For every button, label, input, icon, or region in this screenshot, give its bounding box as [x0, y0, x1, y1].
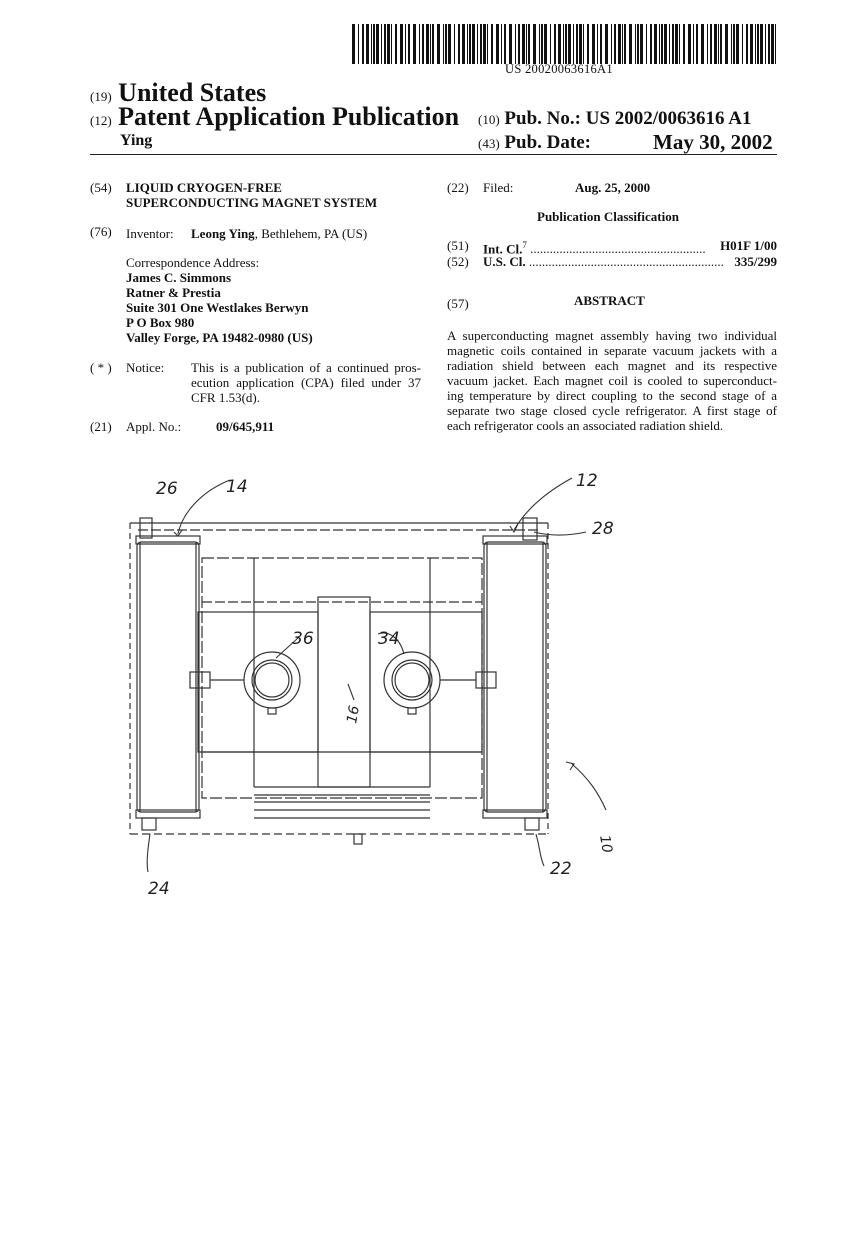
- pubtype-code: (12): [90, 113, 112, 128]
- pubno-code: (10): [478, 112, 500, 127]
- uscl-leader: ........................................…: [529, 254, 724, 269]
- label-10: 10: [596, 834, 615, 854]
- label-26: 26: [156, 479, 178, 499]
- pubno-label: Pub. No.:: [504, 108, 581, 129]
- notice-code: ( * ): [90, 360, 112, 375]
- inventor-line: Leong Ying, Bethlehem, PA (US): [191, 226, 367, 241]
- publication-type-line: (12) Patent Application Publication: [90, 102, 459, 132]
- right-magnet-coil: [483, 518, 547, 830]
- intcl-edition: 7: [522, 240, 527, 250]
- pub-date-label-line: (43) Pub. Date:: [478, 132, 591, 154]
- publication-type: Patent Application Publication: [118, 102, 459, 131]
- left-refrigerator-head: [190, 652, 300, 714]
- label-28: 28: [592, 519, 614, 539]
- inventor-name: Leong Ying: [191, 226, 255, 241]
- title-line-2: SUPERCONDUCTING MAGNET SYSTEM: [126, 195, 377, 210]
- header-rule: [90, 154, 777, 155]
- correspondence-label: Correspondence Address:: [126, 255, 259, 270]
- intcl-code: (51): [447, 238, 469, 253]
- filed-code: (22): [447, 180, 469, 195]
- appl-label: Appl. No.:: [126, 419, 181, 434]
- pub-number: US 2002/0063616 A1: [586, 108, 752, 129]
- abstract-code: (57): [447, 296, 469, 311]
- notice-label: Notice:: [126, 360, 164, 375]
- label-12: 12: [576, 471, 598, 491]
- barcode: [352, 24, 776, 64]
- correspondence-line-5: Valley Forge, PA 19482-0980 (US): [126, 330, 313, 345]
- abstract-line-6: separate two stage closed cycle refriger…: [447, 403, 777, 418]
- intcl-value: H01F 1/00: [720, 238, 777, 253]
- notice-line-3: CFR 1.53(d).: [191, 390, 260, 405]
- correspondence-line-4: P O Box 980: [126, 315, 194, 330]
- title-line-1: LIQUID CRYOGEN-FREE: [126, 180, 282, 195]
- title-code: (54): [90, 180, 112, 195]
- appl-code: (21): [90, 419, 112, 434]
- inventor-surname: Ying: [120, 132, 152, 150]
- label-24: 24: [148, 879, 170, 899]
- pub-number-line: (10) Pub. No.: US 2002/0063616 A1: [478, 108, 751, 130]
- inventor-label: Inventor:: [126, 226, 174, 241]
- notice-line-2: ecution application (CPA) filed under 37: [191, 375, 421, 390]
- correspondence-line-3: Suite 301 One Westlakes Berwyn: [126, 300, 309, 315]
- correspondence-line-2: Ratner & Prestia: [126, 285, 221, 300]
- label-16: 16: [344, 704, 363, 724]
- pub-date: May 30, 2002: [653, 130, 773, 155]
- abstract-line-2: magnetic coils contained in separate vac…: [447, 343, 777, 358]
- abstract-line-5: ing temperature by direct coupling to th…: [447, 388, 777, 403]
- notice-line-1: This is a publication of a continued pro…: [191, 360, 421, 375]
- filed-date: Aug. 25, 2000: [575, 180, 650, 195]
- label-34: 34: [378, 629, 400, 649]
- classification-heading: Publication Classification: [537, 209, 679, 224]
- pubdate-label: Pub. Date:: [504, 132, 591, 153]
- correspondence-line-1: James C. Simmons: [126, 270, 231, 285]
- central-structure: [198, 558, 482, 844]
- abstract-line-4: vacuum jacket. Each magnet coil is coole…: [447, 373, 777, 388]
- label-36: 36: [292, 629, 314, 649]
- abstract-line-7: each refrigerator cools an associated ra…: [447, 418, 723, 433]
- reference-numerals: 26 14 12 28 36 34 16 10 24 22: [148, 471, 615, 899]
- right-refrigerator-head: [384, 652, 496, 714]
- abstract-heading: ABSTRACT: [574, 293, 645, 308]
- uscl-label: U.S. Cl.: [483, 254, 526, 269]
- uscl-row: U.S. Cl. ...............................…: [483, 254, 777, 269]
- uscl-code: (52): [447, 254, 469, 269]
- filed-label: Filed:: [483, 180, 513, 195]
- pubdate-code: (43): [478, 136, 500, 151]
- barcode-number: US 20020063616A1: [505, 62, 613, 77]
- inventor-code: (76): [90, 224, 112, 239]
- abstract-line-1: A superconducting magnet assembly having…: [447, 328, 777, 343]
- appl-number: 09/645,911: [216, 419, 274, 434]
- inventor-location: , Bethlehem, PA (US): [255, 226, 368, 241]
- abstract-line-3: radiation shield between each magnet and…: [447, 358, 777, 373]
- patent-drawing: 26 14 12 28 36 34 16 10 24 22: [120, 462, 760, 912]
- uscl-value: 335/299: [734, 254, 777, 269]
- label-22: 22: [550, 859, 572, 879]
- label-14: 14: [226, 477, 248, 497]
